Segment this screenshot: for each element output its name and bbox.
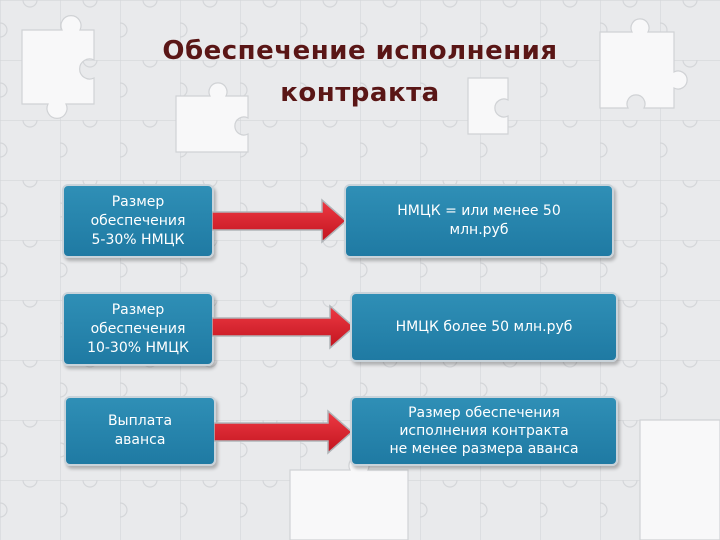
arrow-1: [212, 198, 348, 244]
left-box-2: Размер обеспечения 10-30% НМЦК: [62, 292, 214, 366]
right-box-2-text: НМЦК более 50 млн.руб: [395, 318, 573, 335]
right-box-2: НМЦК более 50 млн.руб: [350, 292, 618, 362]
slide-title: Обеспечение исполнения контракта: [60, 30, 660, 114]
arrow-2: [212, 304, 356, 350]
right-box-3-text: Размер обеспечения исполнения контракта …: [389, 405, 579, 457]
title-line-2: контракта: [280, 78, 440, 108]
arrow-3: [214, 409, 354, 455]
left-box-1: Размер обеспечения 5-30% НМЦК: [62, 184, 214, 258]
left-box-1-text: Размер обеспечения 5-30% НМЦК: [90, 193, 186, 248]
right-box-1-text: НМЦК = или менее 50 млн.руб: [397, 203, 561, 238]
title-line-1: Обеспечение исполнения: [162, 36, 558, 66]
puzzle-piece-shapes: [21, 15, 720, 540]
right-box-3: Размер обеспечения исполнения контракта …: [350, 396, 618, 466]
left-box-3-text: Выплата аванса: [107, 413, 173, 448]
left-box-2-text: Размер обеспечения 10-30% НМЦК: [87, 301, 189, 356]
left-box-3: Выплата аванса: [64, 396, 216, 466]
right-box-1: НМЦК = или менее 50 млн.руб: [344, 184, 614, 258]
